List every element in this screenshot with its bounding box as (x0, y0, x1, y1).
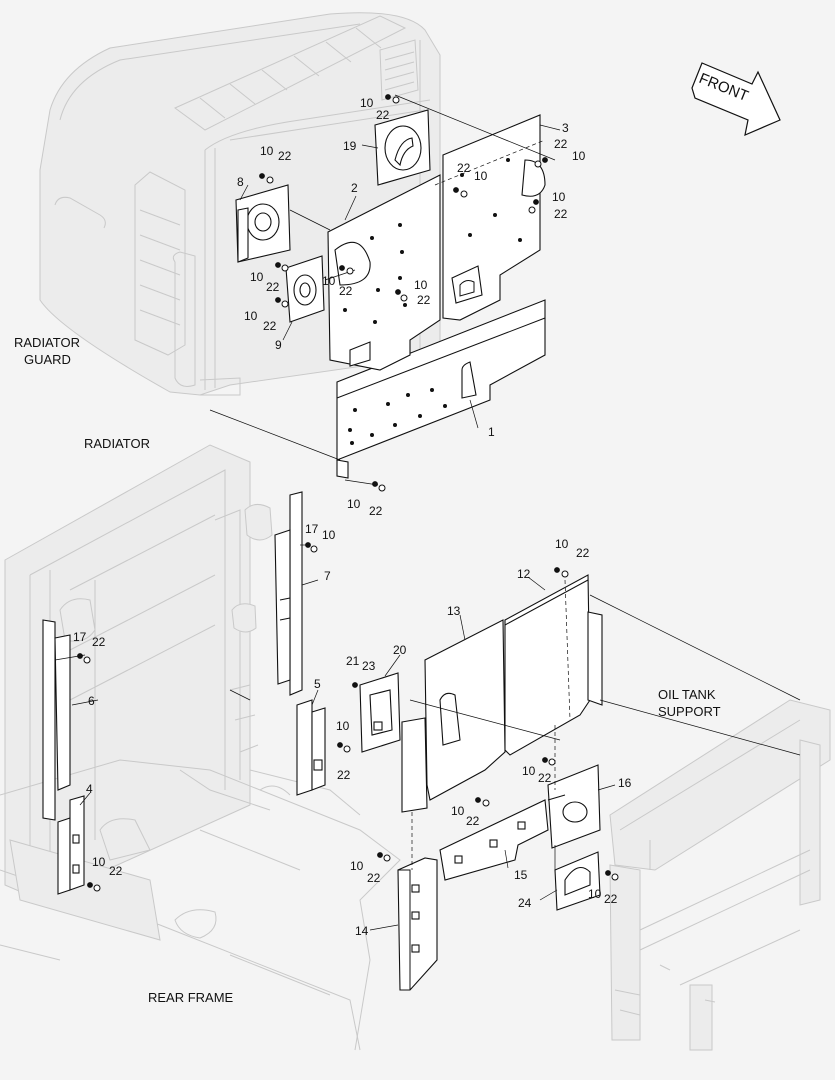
callout-10-q: 10 (350, 859, 364, 873)
callout-6: 6 (88, 694, 95, 708)
callout-10-m: 22 (337, 768, 351, 782)
callout-numbers: 1 2 3 4 5 6 7 8 9 12 13 14 15 16 17 17 1… (73, 96, 632, 938)
callout-22-h: 22 (263, 319, 277, 333)
callout-23: 23 (362, 659, 376, 673)
callout-10-r: 22 (109, 864, 123, 878)
oil-tank-support-outline (609, 699, 831, 1051)
part-20-gasket (359, 672, 401, 753)
callout-22-b: 22 (554, 137, 568, 151)
part-24-seal (554, 851, 601, 911)
callout-10-p: 10 (451, 804, 465, 818)
callout-16: 16 (618, 776, 632, 790)
callout-19: 19 (343, 139, 357, 153)
part-5-short-bracket (296, 699, 326, 796)
callout-20: 20 (393, 643, 407, 657)
rear-frame-outline (0, 759, 401, 1051)
part-7-vertical-bracket (274, 491, 303, 696)
section-labels: RADIATOR GUARD RADIATOR OIL TANK SUPPORT… (14, 335, 721, 1005)
callout-2: 2 (351, 181, 358, 195)
callout-9: 9 (275, 338, 282, 352)
assembly-lines (54, 94, 801, 870)
callout-10-o: 10 (522, 764, 536, 778)
callout-22-q: 10 (588, 887, 602, 901)
callout-15: 15 (514, 868, 528, 882)
part-6-left-bar (42, 619, 71, 821)
label-radiator-guard-line1: RADIATOR (14, 335, 80, 350)
callout-22-j: 10 (347, 497, 361, 511)
callout-10-a: 10 (360, 96, 374, 110)
callout-5: 5 (314, 677, 321, 691)
callout-22-m: 22 (538, 771, 552, 785)
callout-10-f: 10 (250, 270, 264, 284)
callout-22-k: 10 (336, 719, 350, 733)
callout-10-s: 22 (604, 892, 618, 906)
callout-22-f: 22 (266, 280, 280, 294)
callout-12: 12 (517, 567, 531, 581)
part-14-tall-plate (397, 857, 438, 991)
callout-10-g: 22 (339, 284, 353, 298)
callout-10-l: 22 (92, 635, 106, 649)
callout-3: 3 (562, 121, 569, 135)
callout-7: 7 (324, 569, 331, 583)
callout-24: 24 (518, 896, 532, 910)
callout-13: 13 (447, 604, 461, 618)
label-oil-tank-support-line1: OIL TANK (658, 687, 716, 702)
callout-22-n: 22 (466, 814, 480, 828)
callout-4: 4 (86, 782, 93, 796)
part-13-center-panel (401, 619, 506, 813)
callout-10-d: 10 (474, 169, 488, 183)
part-8-left-duct (235, 184, 291, 263)
part-15-lower-bracket (439, 799, 549, 881)
callout-22-d: 22 (457, 161, 471, 175)
front-arrow-icon: FRONT (691, 62, 781, 137)
callout-10-c: 10 (552, 190, 566, 204)
part-12-right-panel (504, 574, 603, 756)
part-19-upper-duct (374, 109, 431, 186)
callout-10-e: 10 (260, 144, 274, 158)
callout-22-c: 22 (554, 207, 568, 221)
callout-1: 1 (488, 425, 495, 439)
callout-22-a: 22 (376, 108, 390, 122)
callout-10-n: 10 (555, 537, 569, 551)
part-3-right-plate (442, 114, 546, 321)
callout-22-e: 22 (278, 149, 292, 163)
callout-22-l: 22 (576, 546, 590, 560)
part-1-lower-plate (336, 299, 546, 479)
part-4-lower-bracket (57, 795, 85, 895)
callout-10-h: 10 (244, 309, 258, 323)
fasteners (77, 94, 619, 892)
callout-22-p: 10 (92, 855, 106, 869)
callout-17-upper: 17 (305, 522, 319, 536)
callout-14: 14 (355, 924, 369, 938)
part-16-duct-bracket (547, 764, 601, 849)
callout-10-k: 10 (322, 528, 336, 542)
callout-8: 8 (237, 175, 244, 189)
callout-17-lower: 17 (73, 630, 87, 644)
part-9-small-duct (285, 255, 325, 323)
label-radiator: RADIATOR (84, 436, 150, 451)
callout-22-g: 10 (322, 274, 336, 288)
callout-21: 21 (346, 654, 360, 668)
callout-10-i: 10 (414, 278, 428, 292)
callout-10-b: 10 (572, 149, 586, 163)
callout-22-i: 22 (417, 293, 431, 307)
callout-leaders (71, 124, 616, 931)
label-radiator-guard-line2: GUARD (24, 352, 71, 367)
callout-22-o: 22 (367, 871, 381, 885)
label-oil-tank-support-line2: SUPPORT (658, 704, 721, 719)
label-rear-frame: REAR FRAME (148, 990, 234, 1005)
part-2-center-plate (327, 174, 441, 371)
callout-10-j: 22 (369, 504, 383, 518)
